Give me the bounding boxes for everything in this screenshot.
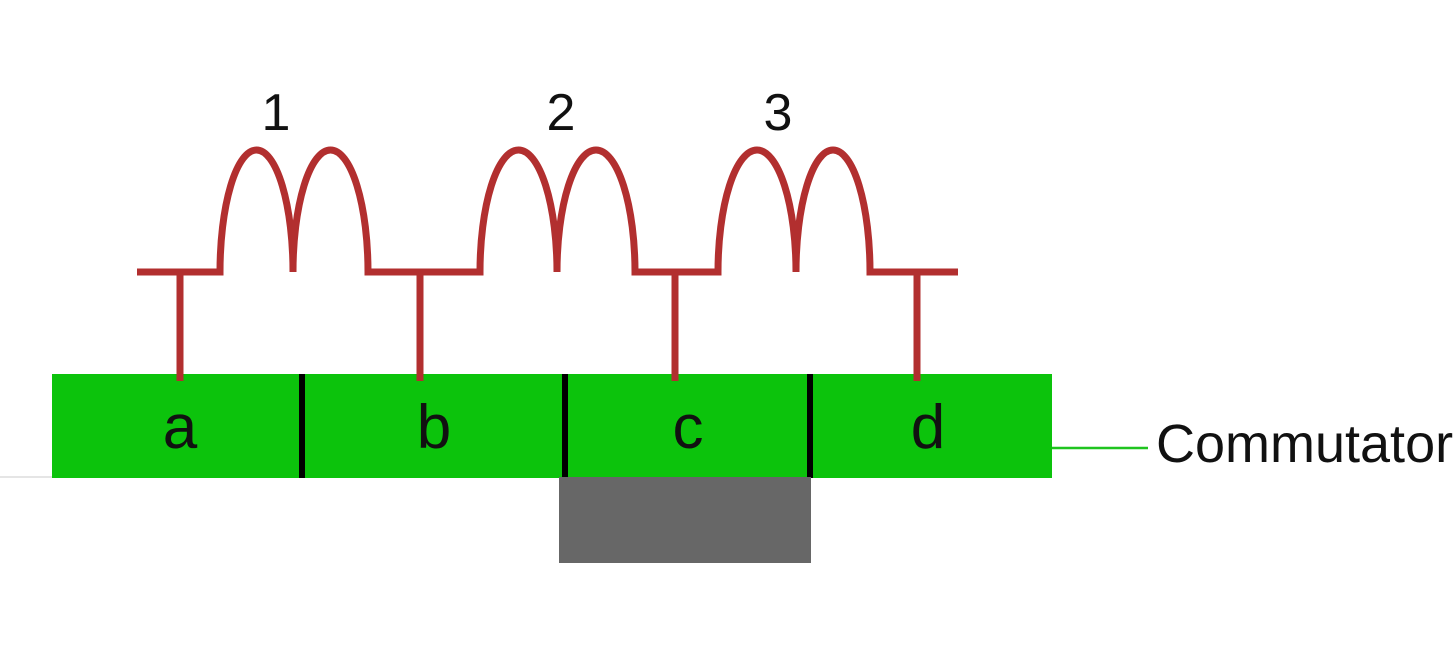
divider-a-b	[299, 374, 305, 478]
commutator-bar	[52, 374, 1052, 478]
segment-b-label: b	[417, 393, 451, 462]
coil-1-label: 1	[262, 84, 291, 142]
coil-3-label: 3	[764, 84, 793, 142]
coil-winding-wire	[137, 146, 958, 381]
coil-2-label: 2	[547, 84, 576, 142]
segment-d-label: d	[911, 393, 945, 462]
commutator-label: Commutator	[1156, 414, 1453, 474]
divider-c-d	[807, 374, 813, 478]
segment-a-label: a	[163, 393, 198, 462]
segment-dividers	[299, 374, 813, 478]
segment-c-label: c	[673, 393, 704, 462]
brush-block	[559, 477, 811, 563]
diagram-labels: 1 2 3 a b c d Commutator	[163, 84, 1453, 474]
divider-b-c	[562, 374, 568, 478]
